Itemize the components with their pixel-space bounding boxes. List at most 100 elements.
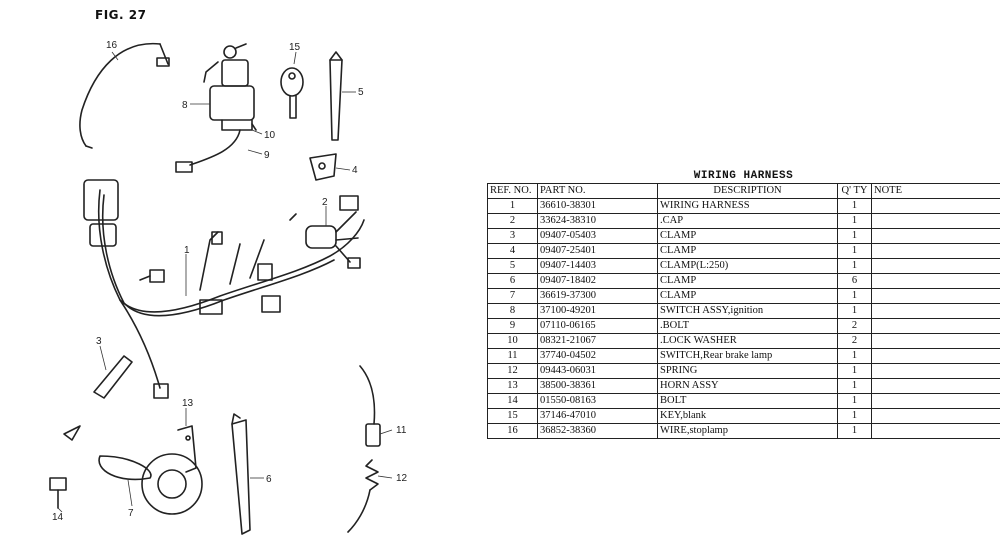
bolt-drawing	[49, 477, 67, 509]
part-no-cell: 37146-47010	[537, 408, 658, 424]
table-title: WIRING HARNESS	[693, 170, 794, 182]
ref-no-cell: 2	[487, 213, 538, 229]
description-cell: CLAMP	[657, 243, 838, 259]
callout-4: 4	[352, 165, 358, 176]
ref-no-cell: 8	[487, 303, 538, 319]
ref-no-cell: 4	[487, 243, 538, 259]
quantity-cell: 1	[837, 408, 872, 424]
note-cell	[871, 378, 1000, 394]
callout-14: 14	[52, 512, 64, 523]
clamp-7-drawing	[98, 455, 152, 481]
part-no-cell: 01550-08163	[537, 393, 658, 409]
quantity-cell: 1	[837, 423, 872, 439]
ref-no-cell: 15	[487, 408, 538, 424]
spring-drawing	[347, 459, 379, 533]
note-cell	[871, 423, 1000, 439]
note-cell	[871, 303, 1000, 319]
quantity-cell: 1	[837, 303, 872, 319]
quantity-cell: 1	[837, 288, 872, 304]
header-part-no: PART NO.	[537, 183, 658, 199]
part-no-cell: 37100-49201	[537, 303, 658, 319]
part-no-cell: 09407-05403	[537, 228, 658, 244]
description-cell: CLAMP(L:250)	[657, 258, 838, 274]
quantity-cell: 1	[837, 228, 872, 244]
part-no-cell: 09407-18402	[537, 273, 658, 289]
callout-11: 11	[396, 425, 407, 436]
description-cell: BOLT	[657, 393, 838, 409]
part-no-cell: 33624-38310	[537, 213, 658, 229]
description-cell: SWITCH,Rear brake lamp	[657, 348, 838, 364]
callout-1: 1	[184, 245, 190, 256]
rear-brake-lamp-switch-drawing	[359, 365, 381, 447]
callout-9: 9	[264, 150, 270, 161]
note-cell	[871, 393, 1000, 409]
note-cell	[871, 198, 1000, 214]
description-cell: .CAP	[657, 213, 838, 229]
description-cell: WIRING HARNESS	[657, 198, 838, 214]
callout-2: 2	[322, 197, 328, 208]
exploded-parts-diagram: 16 15 5 8 10 9 4 2 1 3 13 11 12 6 7 14	[49, 40, 408, 535]
callout-6: 6	[266, 474, 272, 485]
description-cell: CLAMP	[657, 273, 838, 289]
header-ref-no: REF. NO.	[487, 183, 538, 199]
ref-no-cell: 3	[487, 228, 538, 244]
note-cell	[871, 258, 1000, 274]
quantity-cell: 1	[837, 393, 872, 409]
callout-16: 16	[106, 40, 118, 51]
clamp-4-drawing	[309, 153, 337, 181]
wiring-harness-drawing	[83, 179, 365, 399]
cap-drawing	[305, 195, 361, 269]
description-cell: CLAMP	[657, 288, 838, 304]
part-no-cell: 09443-06031	[537, 363, 658, 379]
ref-no-cell: 14	[487, 393, 538, 409]
description-cell: KEY,blank	[657, 408, 838, 424]
note-cell	[871, 288, 1000, 304]
note-cell	[871, 333, 1000, 349]
note-cell	[871, 213, 1000, 229]
blank-key-drawing	[280, 67, 304, 119]
quantity-cell: 1	[837, 363, 872, 379]
ref-no-cell: 1	[487, 198, 538, 214]
part-no-cell: 36619-37300	[537, 288, 658, 304]
ref-no-cell: 9	[487, 318, 538, 334]
quantity-cell: 1	[837, 258, 872, 274]
clamp-6-drawing	[231, 413, 251, 535]
callout-7: 7	[128, 508, 134, 519]
callout-3: 3	[96, 336, 102, 347]
forward-arrow-icon	[63, 425, 81, 441]
ref-no-cell: 5	[487, 258, 538, 274]
callout-15: 15	[289, 42, 301, 53]
quantity-cell: 1	[837, 243, 872, 259]
quantity-cell: 1	[837, 378, 872, 394]
part-no-cell: 36852-38360	[537, 423, 658, 439]
quantity-cell: 1	[837, 213, 872, 229]
stoplamp-wire-drawing	[79, 42, 170, 149]
note-cell	[871, 348, 1000, 364]
callout-12: 12	[396, 473, 408, 484]
ref-no-cell: 13	[487, 378, 538, 394]
ref-no-cell: 11	[487, 348, 538, 364]
parts-table: REF. NO. PART NO. DESCRIPTION Q' TY NOTE…	[487, 183, 1000, 439]
quantity-cell: 6	[837, 273, 872, 289]
quantity-cell: 2	[837, 333, 872, 349]
part-no-cell: 07110-06165	[537, 318, 658, 334]
description-cell: HORN ASSY	[657, 378, 838, 394]
ref-no-cell: 10	[487, 333, 538, 349]
table-header-row: REF. NO. PART NO. DESCRIPTION Q' TY NOTE	[487, 183, 1000, 199]
callout-5: 5	[358, 87, 364, 98]
callout-10: 10	[264, 130, 276, 141]
part-no-cell: 09407-25401	[537, 243, 658, 259]
callout-13: 13	[182, 398, 194, 409]
ref-no-cell: 7	[487, 288, 538, 304]
long-clamp-drawing	[329, 51, 343, 141]
note-cell	[871, 363, 1000, 379]
